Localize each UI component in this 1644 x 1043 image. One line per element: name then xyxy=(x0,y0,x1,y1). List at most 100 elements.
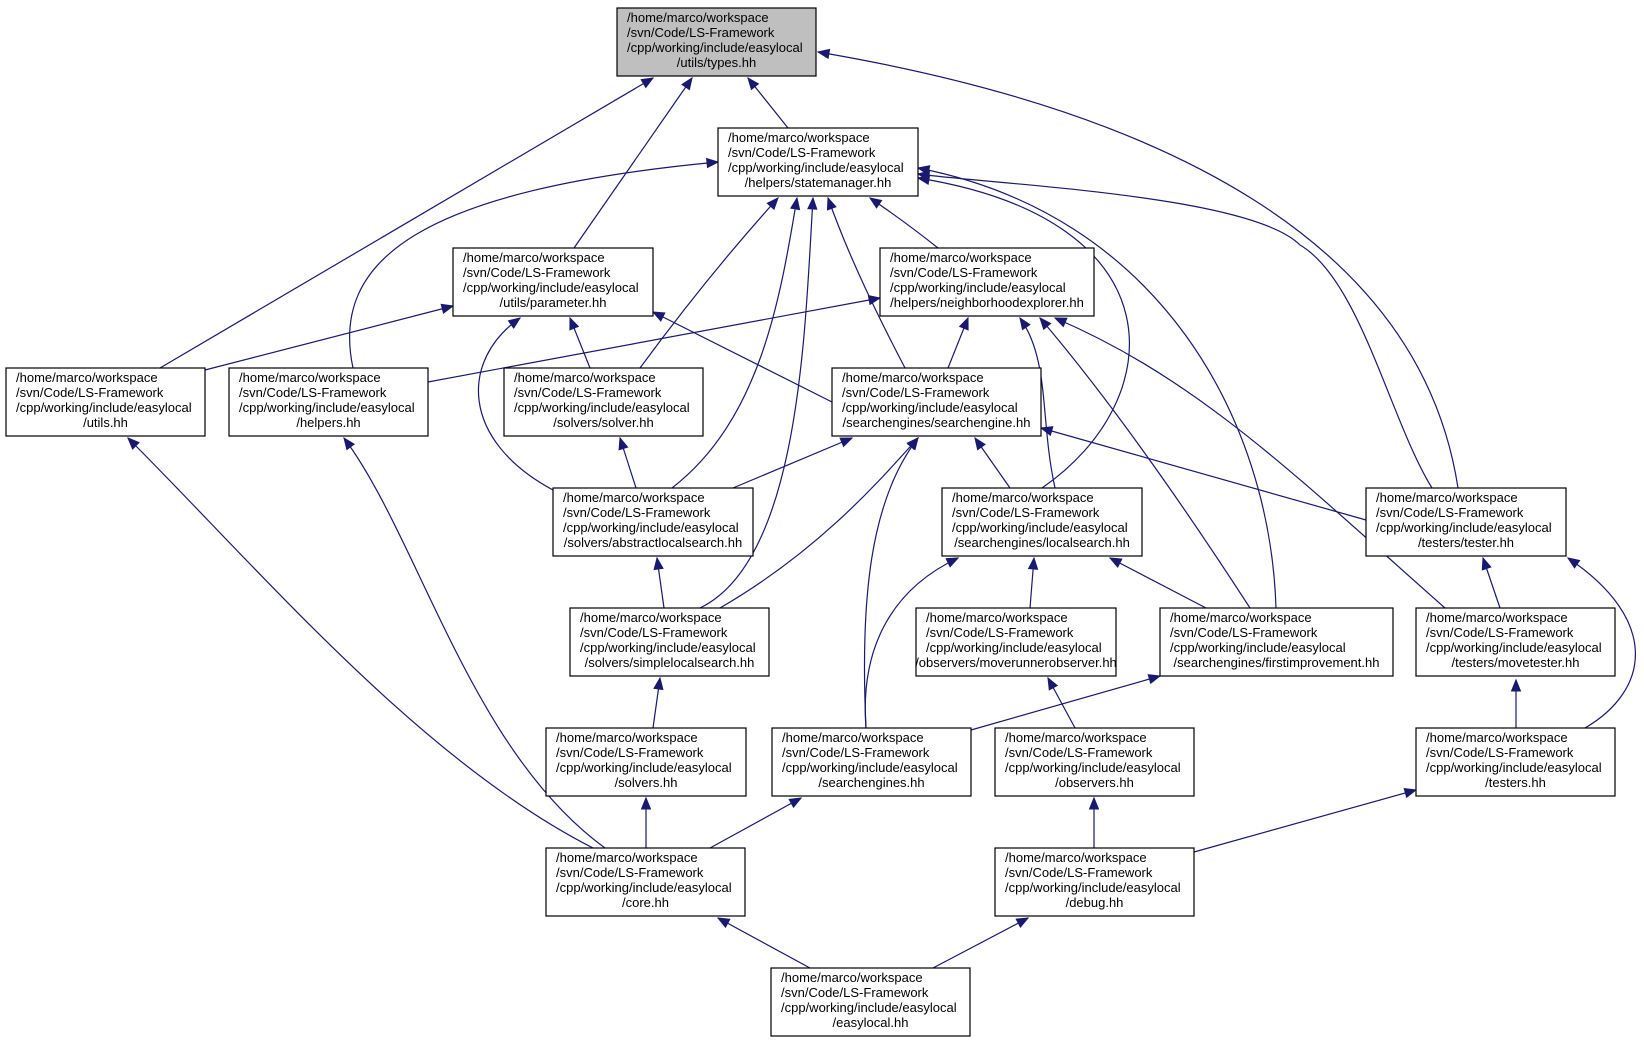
edge-debug-to-testers xyxy=(1193,788,1418,853)
node-label-line: /helpers/statemanager.hh xyxy=(745,175,892,190)
node-label-line: /svn/Code/LS-Framework xyxy=(563,505,711,520)
edge-line xyxy=(204,305,454,371)
node-label-line: /solvers/abstractlocalsearch.hh xyxy=(564,535,742,550)
node-label-line: /home/marco/workspace xyxy=(1005,730,1147,745)
node-types[interactable]: /home/marco/workspace/svn/Code/LS-Framew… xyxy=(616,7,817,77)
arrowhead-icon xyxy=(1015,917,1030,928)
arrowhead-icon xyxy=(127,437,140,450)
arrowhead-icon xyxy=(640,796,652,810)
edge-tester-to-types xyxy=(816,48,1459,489)
node-label-line: /svn/Code/LS-Framework xyxy=(890,265,1038,280)
arrowhead-icon xyxy=(618,436,629,451)
node-label-line: /utils/parameter.hh xyxy=(500,295,607,310)
node-easylocal[interactable]: /home/marco/workspace/svn/Code/LS-Framew… xyxy=(770,967,971,1037)
arrowhead-icon xyxy=(747,76,760,91)
edge-searchengine-to-statemanager xyxy=(826,196,906,369)
node-label-line: /cpp/working/include/easylocal xyxy=(563,520,739,535)
edge-line xyxy=(817,51,1459,489)
edge-line xyxy=(343,437,606,849)
edge-line xyxy=(827,197,906,369)
node-solver[interactable]: /home/marco/workspace/svn/Code/LS-Framew… xyxy=(503,367,704,437)
node-label-line: /home/marco/workspace xyxy=(556,850,698,865)
arrowhead-icon xyxy=(916,170,931,181)
node-label-line: /home/marco/workspace xyxy=(926,610,1068,625)
arrowhead-icon xyxy=(868,197,883,209)
node-parameter[interactable]: /home/marco/workspace/svn/Code/LS-Framew… xyxy=(452,247,654,317)
arrowhead-icon xyxy=(807,196,818,210)
node-firstimprovement[interactable]: /home/marco/workspace/svn/Code/LS-Framew… xyxy=(1159,607,1394,677)
node-label-line: /cpp/working/include/easylocal xyxy=(1426,640,1602,655)
arrowhead-icon xyxy=(839,437,854,448)
edge-line xyxy=(639,197,779,369)
node-searchengine[interactable]: /home/marco/workspace/svn/Code/LS-Framew… xyxy=(831,367,1042,437)
node-observers[interactable]: /home/marco/workspace/svn/Code/LS-Framew… xyxy=(994,727,1195,797)
edge-line xyxy=(427,297,881,383)
node-moverunnerobserver[interactable]: /home/marco/workspace/svn/Code/LS-Framew… xyxy=(915,607,1117,677)
node-label-line: /searchengines.hh xyxy=(818,775,924,790)
node-label-line: /cpp/working/include/easylocal xyxy=(1005,760,1181,775)
arrowhead-icon xyxy=(1147,674,1162,685)
node-statemanager[interactable]: /home/marco/workspace/svn/Code/LS-Framew… xyxy=(717,127,919,197)
arrowhead-icon xyxy=(789,196,801,211)
node-label-line: /cpp/working/include/easylocal xyxy=(952,520,1128,535)
node-label-line: /searchengines/localsearch.hh xyxy=(954,535,1130,550)
edge-localsearch-to-neighborhoodexplorer xyxy=(1019,316,1056,489)
node-box xyxy=(545,727,747,797)
node-tester[interactable]: /home/marco/workspace/svn/Code/LS-Framew… xyxy=(1365,487,1567,557)
node-label-line: /helpers/neighborhoodexplorer.hh xyxy=(890,295,1084,310)
edge-solver-to-statemanager xyxy=(639,197,779,369)
node-label-line: /cpp/working/include/easylocal xyxy=(580,640,756,655)
node-localsearch[interactable]: /home/marco/workspace/svn/Code/LS-Framew… xyxy=(941,487,1143,557)
node-label-line: /home/marco/workspace xyxy=(1005,850,1147,865)
edge-statemanager-to-types xyxy=(747,76,789,129)
edge-core-to-utils xyxy=(127,437,594,849)
node-label-line: /svn/Code/LS-Framework xyxy=(580,625,728,640)
node-neighborhoodexplorer[interactable]: /home/marco/workspace/svn/Code/LS-Framew… xyxy=(879,247,1095,317)
node-simplelocalsearch[interactable]: /home/marco/workspace/svn/Code/LS-Framew… xyxy=(569,607,770,677)
node-helpers[interactable]: /home/marco/workspace/svn/Code/LS-Framew… xyxy=(228,367,429,437)
arrowhead-icon xyxy=(653,556,664,571)
edge-line xyxy=(970,675,1161,731)
node-box xyxy=(552,487,754,557)
node-movetester[interactable]: /home/marco/workspace/svn/Code/LS-Framew… xyxy=(1415,607,1616,677)
arrowhead-icon xyxy=(1566,557,1581,569)
arrowhead-icon xyxy=(1510,678,1522,692)
node-debug[interactable]: /home/marco/workspace/svn/Code/LS-Framew… xyxy=(994,847,1195,917)
node-label-line: /home/marco/workspace xyxy=(781,970,923,985)
edge-helpers-to-statemanager xyxy=(349,157,720,369)
node-core[interactable]: /home/marco/workspace/svn/Code/LS-Framew… xyxy=(545,847,746,917)
edge-firstimprovement-to-localsearch xyxy=(1108,557,1207,609)
node-box xyxy=(545,847,746,917)
node-label-line: /utils/types.hh xyxy=(677,55,757,70)
node-label-line: /svn/Code/LS-Framework xyxy=(926,625,1074,640)
node-searchengines[interactable]: /home/marco/workspace/svn/Code/LS-Framew… xyxy=(771,727,972,797)
node-label-line: /home/marco/workspace xyxy=(842,370,984,385)
node-box xyxy=(771,727,972,797)
arrowhead-icon xyxy=(1027,556,1039,570)
node-label-line: /cpp/working/include/easylocal xyxy=(514,400,690,415)
edge-line xyxy=(1019,317,1056,489)
node-label-line: /home/marco/workspace xyxy=(1426,610,1568,625)
arrowhead-icon xyxy=(1019,316,1031,331)
edge-easylocal-to-debug xyxy=(932,917,1030,969)
node-label-line: /svn/Code/LS-Framework xyxy=(782,745,930,760)
edge-line xyxy=(1567,557,1636,729)
arrowhead-icon xyxy=(507,317,522,330)
edge-searchengines-to-firstimprovement xyxy=(970,674,1162,731)
edge-localsearch-to-statemanager xyxy=(916,174,1130,489)
node-box xyxy=(616,7,817,77)
node-solvers[interactable]: /home/marco/workspace/svn/Code/LS-Framew… xyxy=(545,727,747,797)
node-utils[interactable]: /home/marco/workspace/svn/Code/LS-Framew… xyxy=(5,367,206,437)
edge-line xyxy=(349,161,719,369)
node-box xyxy=(770,967,971,1037)
node-label-line: /svn/Code/LS-Framework xyxy=(463,265,611,280)
edge-line xyxy=(1193,789,1417,853)
node-testers[interactable]: /home/marco/workspace/svn/Code/LS-Framew… xyxy=(1415,727,1616,797)
edge-line xyxy=(709,797,802,849)
arrowhead-icon xyxy=(766,197,779,211)
node-abstractlocalsearch[interactable]: /home/marco/workspace/svn/Code/LS-Framew… xyxy=(552,487,754,557)
arrowhead-icon xyxy=(440,303,455,314)
edge-line xyxy=(573,77,693,249)
node-label-line: /solvers.hh xyxy=(615,775,678,790)
